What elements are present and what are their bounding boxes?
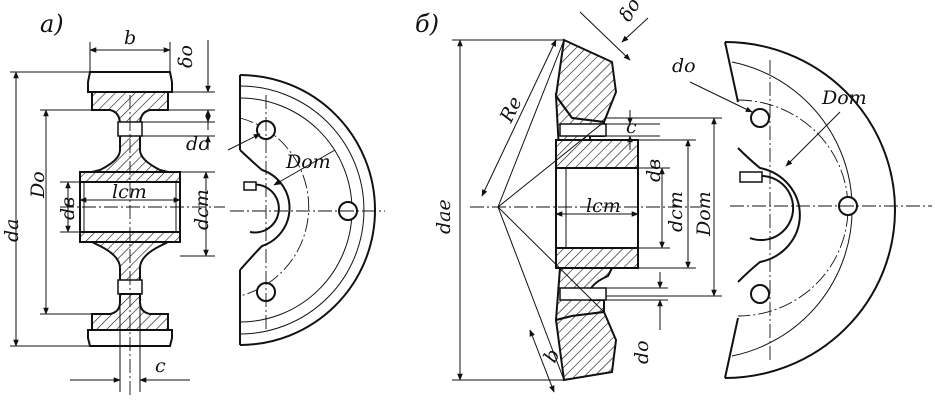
panel-label-b: б): [415, 10, 439, 38]
label-d-st-b: dст: [665, 191, 687, 232]
label-c-b: c: [626, 116, 637, 138]
side-b-bore: [749, 175, 795, 241]
label-d-a-a: dа: [1, 219, 23, 243]
label-D-om-a: Dот: [285, 151, 331, 173]
label-d-o-a: dо: [186, 133, 210, 155]
gear-b-bottom-tooth: [554, 310, 618, 382]
side-b-outer-arc: [724, 41, 896, 379]
side-a-hub-edge: [239, 149, 291, 271]
label-delta-o-b: δо: [615, 0, 645, 25]
label-delta-o-a: δо: [175, 45, 197, 68]
label-d-v-a: dв: [57, 197, 79, 220]
label-d-o-top-b: dо: [672, 55, 696, 77]
side-a-outer-arc: [239, 74, 376, 346]
label-b-a: b: [124, 27, 136, 49]
cone-line-top: [497, 39, 565, 208]
label-d-v-b: dв: [643, 159, 665, 182]
side-a-bore: [249, 183, 280, 234]
gear-a-bottom-teeth: [87, 329, 173, 347]
figure-b: б) Re δо dае: [415, 0, 722, 393]
side-a-hole-circle: [239, 117, 310, 297]
label-d-ae-b: dае: [433, 199, 455, 234]
figure-a: а) b: [1, 10, 225, 395]
figure-a-side-view: Dот: [227, 74, 385, 346]
label-l-st-b: lст: [586, 195, 621, 217]
side-b-hole-top: [750, 108, 770, 128]
side-a-keyway: [243, 181, 257, 191]
label-l-st-a: lст: [112, 181, 147, 203]
figure-b-side-view: Dот dо: [672, 41, 932, 379]
side-b-hub-edge: [737, 147, 801, 283]
label-D-o-a: Dо: [27, 171, 49, 199]
label-d-st-a: dст: [191, 189, 213, 230]
label-D-om-side-b: Dот: [693, 191, 715, 237]
gear-b-top-hole: [559, 123, 607, 137]
side-b-hole-bottom: [750, 284, 770, 304]
gear-b-hub: [555, 167, 639, 249]
panel-label-a: а): [40, 10, 64, 38]
label-c-a: c: [155, 355, 166, 377]
side-b-keyway: [739, 171, 763, 183]
gear-b-bottom-hole: [559, 287, 607, 301]
label-D-om-b: Dот: [821, 87, 867, 109]
label-d-o-bottom-b: dо: [631, 340, 653, 364]
gear-a-top-teeth: [87, 71, 173, 93]
label-R-e-b: Re: [495, 93, 526, 127]
side-a-arc-2: [239, 85, 365, 335]
